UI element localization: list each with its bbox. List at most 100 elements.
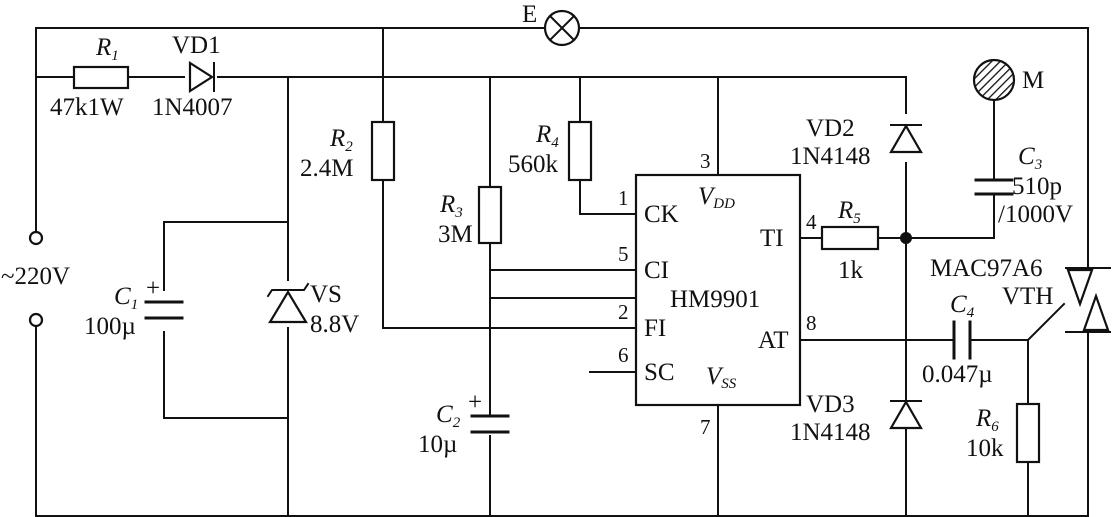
pin-sc-label: SC <box>644 359 675 386</box>
c2-value: 10µ <box>418 431 457 458</box>
vd1-part: 1N4007 <box>152 94 233 121</box>
resistor-r2-body <box>370 120 396 182</box>
pin-ti-label: TI <box>760 225 784 252</box>
zener-vs-icon <box>268 289 308 324</box>
pin-fi-label: FI <box>644 315 666 342</box>
pin-ci-num: 5 <box>618 242 629 266</box>
pin-at-label: AT <box>758 327 789 354</box>
c2-plus: + <box>468 389 482 416</box>
diode-vd2-icon <box>889 123 923 154</box>
wire-vdd-rail <box>287 76 907 114</box>
junction-dot <box>900 232 912 244</box>
diode-vd3: VD3 1N4148 <box>790 391 923 446</box>
resistor-r6: R6 10k <box>966 402 1041 464</box>
wire-ti <box>799 195 995 239</box>
resistor-r5-body <box>820 225 880 251</box>
resistor-r3-body <box>477 185 503 245</box>
wire-r2-bottom <box>382 179 637 329</box>
pin-ck-num: 1 <box>618 186 629 210</box>
pin-ck-label: CK <box>644 201 679 228</box>
diode-vd2: VD2 1N4148 <box>790 115 923 170</box>
capacitor-c3: C3 510p /1000V <box>974 143 1073 228</box>
touch-plate-m: M <box>972 58 1044 102</box>
c1-plus: + <box>146 275 160 302</box>
zener-vs-bar <box>266 282 310 298</box>
capacitor-c2-plates <box>470 414 510 434</box>
ic-body <box>634 173 802 407</box>
diode-vd3-icon <box>889 399 923 430</box>
wire-r4-ck <box>579 179 637 215</box>
lamp-label: E <box>522 1 537 28</box>
r3-name: R3 <box>439 191 463 221</box>
r4-name: R4 <box>535 121 559 151</box>
zener-vs: VS 8.8V <box>266 281 359 338</box>
vd1-name: VD1 <box>172 32 221 59</box>
terminal-bottom <box>28 312 44 328</box>
triac-icon-up <box>1082 292 1110 332</box>
resistor-r2: R2 2.4M <box>300 120 396 182</box>
c4-name: C4 <box>950 291 975 321</box>
pin-ci-label: CI <box>644 257 669 284</box>
ic-vdd-label: VDD <box>698 183 735 212</box>
capacitor-c4: C4 0.047µ <box>922 291 993 388</box>
resistor-r1-body <box>72 65 130 90</box>
resistor-r4-body <box>567 120 593 182</box>
triac-part: MAC97A6 <box>930 255 1043 282</box>
r2-name: R2 <box>329 125 353 155</box>
triac-bars <box>1065 267 1111 333</box>
lamp-cross <box>548 14 576 42</box>
capacitor-c1-plates <box>144 300 184 320</box>
r2-value: 2.4M <box>300 155 353 182</box>
vs-name: VS <box>310 281 342 308</box>
touch-plate-icon <box>972 58 1016 102</box>
resistor-r4: R4 560k <box>508 120 593 182</box>
triac-icon-down <box>1066 268 1094 308</box>
c3-rating: /1000V <box>998 201 1073 228</box>
r3-value: 3M <box>438 221 473 248</box>
capacitor-c4-plates <box>952 320 972 360</box>
vd3-part: 1N4148 <box>790 419 871 446</box>
vd3-name: VD3 <box>806 391 855 418</box>
supply-terminals: ~220V <box>1 230 70 328</box>
pin-fi-num: 2 <box>618 300 629 324</box>
diode-vd1-icon <box>188 60 215 94</box>
resistor-r1: R1 47k1W <box>50 34 130 121</box>
r6-value: 10k <box>966 435 1004 462</box>
c1-name: C1 <box>114 283 138 313</box>
c3-name: C3 <box>1018 143 1042 173</box>
pin-sc-num: 6 <box>618 343 629 367</box>
wiring <box>35 27 1089 517</box>
c2-name: C2 <box>436 401 461 431</box>
resistor-r5: R5 1k <box>820 197 880 284</box>
pin-vss-num: 7 <box>700 415 711 439</box>
diode-vd1: VD1 1N4007 <box>152 32 233 121</box>
r5-value: 1k <box>838 257 864 284</box>
triac-name: VTH <box>1002 283 1053 310</box>
touch-label: M <box>1022 67 1044 94</box>
capacitor-c2: + C2 10µ <box>418 389 510 458</box>
r5-name: R5 <box>837 197 861 227</box>
pin-ti-num: 4 <box>806 210 817 234</box>
c1-value: 100µ <box>84 313 136 340</box>
ic-name: HM9901 <box>670 286 760 313</box>
resistor-r6-body <box>1015 402 1041 464</box>
c4-value: 0.047µ <box>922 361 993 388</box>
vd2-part: 1N4148 <box>790 143 871 170</box>
pin-at-num: 8 <box>806 311 817 335</box>
capacitor-c3-plates <box>974 178 1014 196</box>
supply-label: ~220V <box>1 263 70 290</box>
r4-value: 560k <box>508 151 559 178</box>
r1-name: R1 <box>95 34 119 64</box>
c3-value: 510p <box>1012 173 1062 200</box>
vs-value: 8.8V <box>310 311 359 338</box>
vd2-name: VD2 <box>806 115 855 142</box>
lamp-e: E <box>522 1 581 47</box>
r1-value: 47k1W <box>50 94 124 121</box>
terminal-top <box>28 230 44 246</box>
pin-vdd-num: 3 <box>700 149 711 173</box>
resistor-r3: R3 3M <box>438 185 503 248</box>
ic-hm9901: HM9901 VDD VSS CK CI FI SC TI AT 1 5 2 6… <box>618 149 817 439</box>
ic-vss-label: VSS <box>706 363 737 392</box>
wire-c1-loop <box>163 221 289 419</box>
